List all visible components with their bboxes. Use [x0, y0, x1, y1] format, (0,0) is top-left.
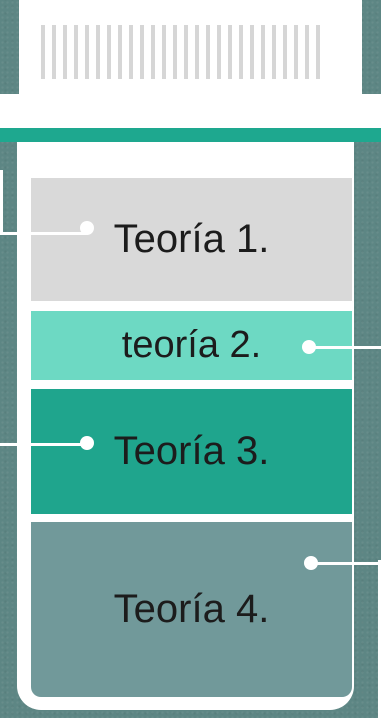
cap-stripe	[206, 25, 210, 79]
cap-stripe	[239, 25, 243, 79]
connector-line-1	[0, 232, 86, 235]
segment-theory-1: Teoría 1.	[31, 178, 352, 301]
connector-line-4	[311, 562, 381, 565]
theory-1-label: Teoría 1.	[113, 217, 270, 261]
cap-stripe	[63, 25, 67, 79]
cap-stripe	[228, 25, 232, 79]
cap-stripe	[305, 25, 309, 79]
cap-band	[0, 94, 381, 128]
cap-stripe	[184, 25, 188, 79]
connector-dot-3	[80, 436, 94, 450]
cap-stripe	[41, 25, 45, 79]
segment-theory-3: Teoría 3.	[31, 389, 352, 514]
cap-stripe	[118, 25, 122, 79]
cap-stripe	[140, 25, 144, 79]
cap-stripe	[283, 25, 287, 79]
connector-dot-1	[80, 221, 94, 235]
bottle-rim	[0, 128, 381, 142]
cap-stripe	[52, 25, 56, 79]
bottle-cap	[19, 0, 362, 94]
connector-line-2	[311, 346, 381, 349]
cap-stripe	[74, 25, 78, 79]
segment-theory-4: Teoría 4.	[31, 522, 352, 697]
cap-stripe	[173, 25, 177, 79]
cap-stripe	[85, 25, 89, 79]
segment-theory-2: teoría 2.	[31, 311, 352, 380]
cap-stripe	[151, 25, 155, 79]
connector-dot-4	[304, 556, 318, 570]
theory-3-label: Teoría 3.	[113, 429, 270, 473]
theory-4-label: Teoría 4.	[113, 587, 270, 631]
cap-stripe	[217, 25, 221, 79]
theory-2-label: teoría 2.	[121, 324, 262, 366]
connector-edge-4	[378, 560, 381, 718]
connector-edge-1	[0, 170, 3, 235]
cap-stripe	[96, 25, 100, 79]
cap-stripe	[272, 25, 276, 79]
cap-stripe	[195, 25, 199, 79]
cap-stripe	[129, 25, 133, 79]
cap-stripe	[107, 25, 111, 79]
cap-stripe	[162, 25, 166, 79]
cap-stripe	[294, 25, 298, 79]
connector-dot-2	[302, 340, 316, 354]
cap-stripe	[250, 25, 254, 79]
connector-line-3	[0, 443, 86, 446]
cap-stripe	[316, 25, 320, 79]
cap-stripe	[261, 25, 265, 79]
